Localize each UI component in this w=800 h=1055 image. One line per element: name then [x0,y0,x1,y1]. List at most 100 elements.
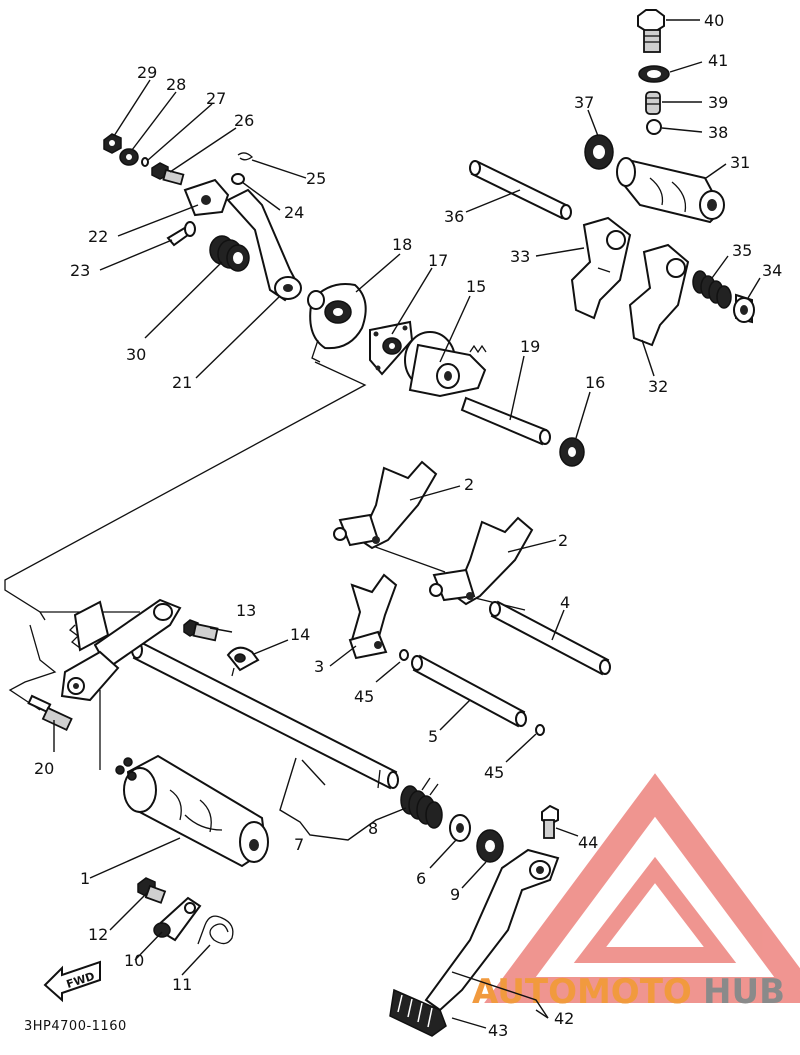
callout-38: 38 [708,123,728,142]
shift-lever-assembly [60,598,182,702]
callout-8: 8 [368,819,378,838]
callout-20: 20 [34,759,54,778]
part-13-bolt [183,619,219,642]
callout-40: 40 [704,11,724,30]
part-33-shift-fork [570,216,632,320]
callout-21: 21 [172,373,192,392]
part-24-washer [231,173,245,185]
part-20-bolt [27,694,73,732]
callout-17: 17 [428,251,448,270]
callout-37: 37 [574,93,594,112]
callout-10: 10 [124,951,144,970]
part-43-pedal-rubber [389,988,447,1037]
callout-16: 16 [585,373,605,392]
part-21-shift-arm [226,188,302,302]
callout-34: 34 [762,261,782,280]
part-38-ball [646,119,662,135]
callout-24: 24 [284,203,304,222]
part-22-clevis [183,178,230,217]
callout-31: 31 [730,153,750,172]
part-44-bolt [541,804,559,839]
callout-12: 12 [88,925,108,944]
part-35-spring [692,270,732,309]
callout-5: 5 [428,727,438,746]
callout-22: 22 [88,227,108,246]
callout-44: 44 [578,833,598,852]
callout-36: 36 [444,207,464,226]
watermark-logo [484,773,800,1003]
callout-13: 13 [236,601,256,620]
callout-45-lower: 45 [484,763,504,782]
callout-43: 43 [488,1021,508,1040]
callout-33: 33 [510,247,530,266]
part-30-spring [209,235,250,272]
part-39-spring [645,91,661,115]
part-18-stopper-plate [307,283,367,363]
callout-4: 4 [560,593,570,612]
part-2-shift-fork-lower [429,516,534,606]
callout-11: 11 [172,975,192,994]
fwd-arrow: FWD [43,960,101,1003]
part-11-spring [197,915,234,945]
part-27-ring [141,157,149,167]
callout-26: 26 [234,111,254,130]
watermark-text-automoto: AUTOMOTO [472,972,692,1012]
callout-28: 28 [166,75,186,94]
part-14-plate [226,646,260,677]
callout-32: 32 [648,377,668,396]
callout-14: 14 [290,625,310,644]
part-31-shift-drum [616,157,725,224]
part-45-ring-upper [399,649,409,661]
part-9-oil-seal [476,829,504,863]
callout-15: 15 [466,277,486,296]
callout-23: 23 [70,261,90,280]
part-8-spring [400,777,443,829]
part-37-oil-seal [584,134,614,170]
part-7-shift-shaft [131,640,399,790]
part-5-guide-bar [411,654,527,728]
part-34-collar [733,293,755,324]
part-29-nut [103,133,122,154]
callout-2-lower: 2 [558,531,568,550]
callout-19: 19 [520,337,540,356]
part-12-bolt [137,877,167,904]
leader-lines [53,19,761,1029]
callout-39: 39 [708,93,728,112]
part-45-ring-lower [535,724,545,736]
part-26-bolt [151,162,185,186]
part-2-shift-fork-upper [333,460,438,550]
callout-45-upper: 45 [354,687,374,706]
part-23-pin [166,221,196,247]
callout-25: 25 [306,169,326,188]
part-40-bolt [637,9,665,53]
callout-41: 41 [708,51,728,70]
part-17-segment-plate [369,320,414,376]
callout-30: 30 [126,345,146,364]
callout-18: 18 [392,235,412,254]
part-6-washer [449,814,471,842]
watermark-text-hub: HUB [703,972,785,1012]
part-32-shift-fork [628,243,690,347]
part-15-shift-segment [404,331,487,398]
callout-6: 6 [416,869,426,888]
part-25-clip [237,152,254,161]
callout-9: 9 [450,885,460,904]
part-1-shift-drum [115,754,269,868]
part-3-shift-fork [348,573,398,660]
callout-labels: 29 28 27 26 25 24 22 23 30 21 18 17 15 1… [34,11,782,1040]
part-42-shift-pedal [424,848,560,1012]
callout-42: 42 [554,1009,574,1028]
diagram-code: 3HP4700-1160 [24,1019,127,1034]
part-28-washer [119,148,139,166]
part-16-washer [559,437,585,467]
callout-3: 3 [314,657,324,676]
part-41-washer [638,65,670,83]
part-10-stopper-lever [153,896,202,942]
callout-35: 35 [732,241,752,260]
callout-7: 7 [294,835,304,854]
part-19-shaft [460,396,551,446]
callout-2-upper: 2 [464,475,474,494]
callout-27: 27 [206,89,226,108]
callout-1: 1 [80,869,90,888]
